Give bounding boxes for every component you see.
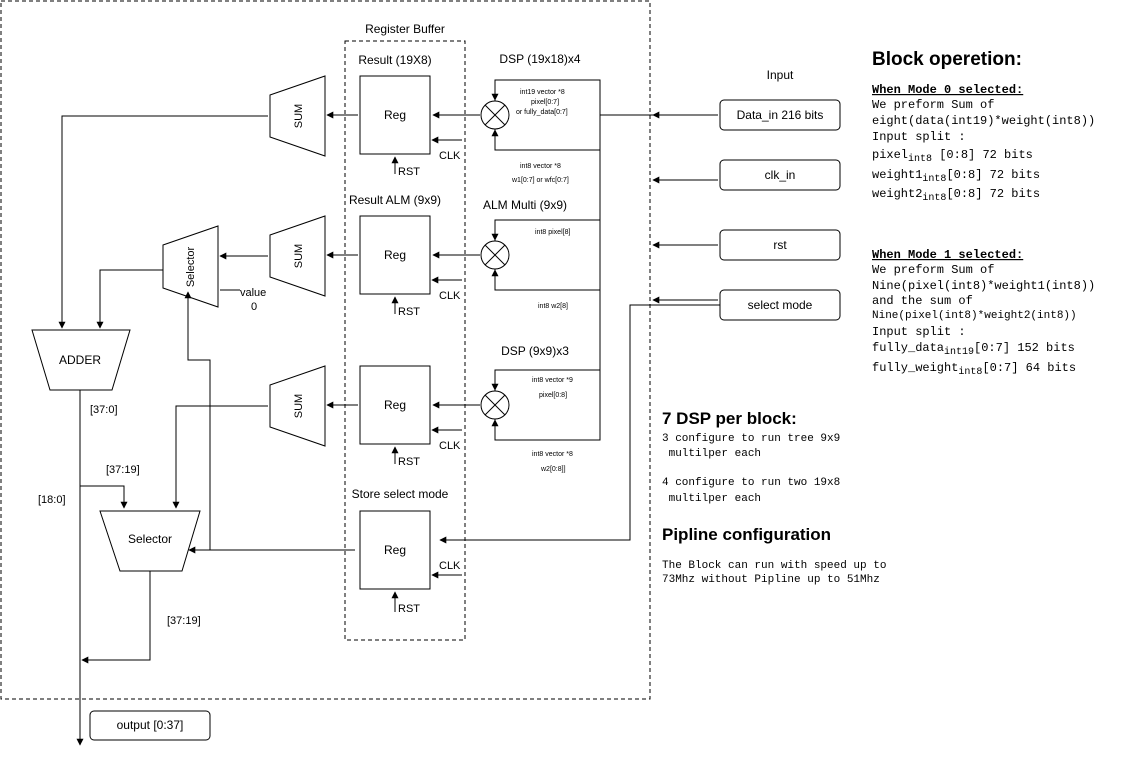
dsp-block-title: 7 DSP per block: — [662, 409, 797, 428]
output-label: output [0:37] — [117, 718, 184, 732]
stage-3-sum — [269, 365, 326, 447]
selector-1 — [162, 225, 219, 308]
dsp-per-block-notes: 7 DSP per block: 3 configure to run tree… — [662, 409, 840, 505]
output-box[interactable] — [89, 710, 211, 741]
stage-3-clk: CLK — [439, 440, 461, 452]
stage-1-note-4: int8 vector *8 — [520, 163, 561, 170]
mode1-p1: fully_dataint19[0:7] 152 bits — [872, 341, 1075, 358]
stage-3: Reg CLK RST DSP (9x9)x3 int8 vector *9 p… — [269, 344, 601, 473]
select-mode-label: select mode — [748, 298, 813, 312]
stage-2-reg-label: Reg — [384, 248, 406, 262]
stage-2-rst: RST — [398, 306, 420, 318]
mode1-p2: fully_weightint8[0:7] 64 bits — [872, 361, 1076, 378]
mode1-line2: Nine(pixel(int8)*weight1(int8)) — [872, 279, 1095, 293]
mode0-split: Input split : — [872, 130, 966, 144]
bus-18-0: [18:0] — [38, 494, 66, 506]
mode1-line4: Nine(pixel(int8)*weight2(int8)) — [872, 310, 1077, 322]
stage-1-note-1: int19 vector *8 — [520, 89, 565, 96]
stage-1-sum — [269, 75, 326, 157]
input-title: Input — [767, 68, 794, 82]
stage-1: Result (19X8) Reg CLK RST DSP (19x18)x4 … — [269, 52, 601, 184]
mode1-line3: and the sum of — [872, 294, 973, 308]
data-in-label: Data_in 216 bits — [737, 108, 824, 122]
stage-3-reg-label: Reg — [384, 398, 406, 412]
stage-2: Result ALM (9x9) Reg CLK RST ALM Multi (… — [219, 193, 601, 318]
value-zero: 0 — [251, 301, 257, 313]
clk-in-box[interactable] — [719, 159, 841, 191]
pipeline-title: Pipline configuration — [662, 525, 831, 544]
stage-2-note-1: int8 pixel[8] — [535, 229, 570, 236]
stage-3-register[interactable] — [359, 365, 431, 445]
pipeline-line2: 73Mhz without Pipline up to 51Mhz — [662, 574, 880, 586]
bus-37-0: [37:0] — [90, 404, 118, 416]
block-operation-notes: Block operetion: When Mode 0 selected: W… — [872, 49, 1095, 378]
stage-4-reg-label: Reg — [384, 543, 406, 557]
block-op-title: Block operetion: — [872, 49, 1022, 70]
stage-2-sum-label: SUM — [293, 244, 305, 268]
stage-4-rst: RST — [398, 603, 420, 615]
stage-1-register[interactable] — [359, 75, 431, 155]
stage-4-register[interactable] — [359, 510, 431, 590]
stage-2-label: Result ALM (9x9) — [349, 193, 441, 207]
stage-3-note-3: int8 vector *8 — [532, 451, 573, 458]
register-buffer-title: Register Buffer — [365, 22, 445, 36]
dsp-block-line1: 3 configure to run tree 9x9 — [662, 433, 840, 445]
stage-3-dsp-label: DSP (9x9)x3 — [501, 344, 569, 358]
bus-37-19-b: [37:19] — [167, 615, 201, 627]
rst-box[interactable] — [719, 229, 841, 261]
adder-label: ADDER — [59, 353, 101, 367]
stage-4-label: Store select mode — [352, 487, 449, 501]
mode1-line1: We preform Sum of — [872, 263, 994, 277]
mode0-p2: weight1int8[0:8] 72 bits — [872, 168, 1040, 185]
mode0-p3: weight2int8[0:8] 72 bits — [872, 187, 1040, 204]
mode1-split: Input split : — [872, 325, 966, 339]
selector-2-label: Selector — [128, 532, 172, 546]
selector-1-label: Selector — [185, 246, 197, 287]
stage-2-register[interactable] — [359, 215, 431, 295]
dsp-block-line4: multilper each — [662, 493, 761, 505]
clk-in-label: clk_in — [765, 168, 796, 182]
stage-3-sum-label: SUM — [293, 394, 305, 418]
stage-1-sum-label: SUM — [293, 104, 305, 128]
selector-2 — [99, 510, 201, 572]
stage-4: Store select mode Reg CLK RST — [352, 487, 462, 615]
stage-3-note-1: int8 vector *9 — [532, 377, 573, 384]
register-buffer-region — [344, 40, 466, 641]
stage-2-dsp-label: ALM Multi (9x9) — [483, 198, 567, 212]
stage-1-rst: RST — [398, 166, 420, 178]
stage-1-clk: CLK — [439, 150, 461, 162]
stage-2-sum — [269, 215, 326, 297]
adder — [31, 329, 131, 391]
stage-3-note-4: w2[0:8]] — [540, 466, 566, 473]
mode1-heading: When Mode 1 selected: — [872, 248, 1023, 262]
mode0-heading: When Mode 0 selected: — [872, 83, 1023, 97]
mode0-line1: We preform Sum of — [872, 98, 994, 112]
stage-2-note-2: int8 w2[8] — [538, 303, 568, 310]
stage-4-clk: CLK — [439, 560, 461, 572]
data-in-box[interactable] — [719, 99, 841, 131]
stage-2-clk: CLK — [439, 290, 461, 302]
block-boundary — [0, 0, 651, 700]
value-label: value — [240, 287, 266, 299]
stage-3-rst: RST — [398, 456, 420, 468]
mode0-line2: eight(data(int19)*weight(int8)) — [872, 114, 1095, 128]
stage-1-reg-label: Reg — [384, 108, 406, 122]
pipeline-line1: The Block can run with speed up to — [662, 560, 886, 572]
stage-1-note-5: w1[0:7] or wfc[0:7] — [511, 177, 569, 184]
rst-label: rst — [773, 238, 787, 252]
stage-1-dsp-label: DSP (19x18)x4 — [499, 52, 580, 66]
dsp-block-line3: 4 configure to run two 19x8 — [662, 477, 840, 489]
pipeline-notes: Pipline configuration The Block can run … — [662, 525, 886, 586]
stage-1-note-2: pixel[0:7] — [531, 99, 559, 106]
stage-1-label: Result (19X8) — [358, 53, 431, 67]
dsp-block-line2: multilper each — [662, 448, 761, 460]
mode0-p1: pixelint8 [0:8] 72 bits — [872, 148, 1033, 165]
stage-1-note-3: or fully_data[0:7] — [516, 109, 568, 116]
bus-37-19: [37:19] — [106, 464, 140, 476]
stage-3-note-2: pixel[0:8] — [539, 392, 567, 399]
